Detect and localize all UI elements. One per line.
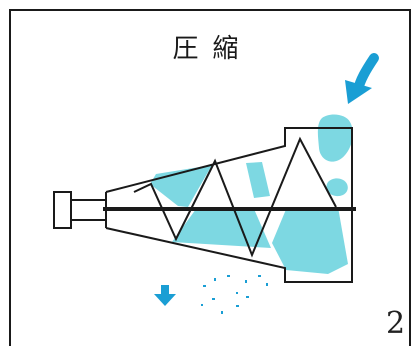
page-number: 2 [386, 306, 406, 341]
screw-flight [133, 136, 337, 258]
intake-clump [317, 114, 353, 162]
diagram-title: 圧縮 [172, 34, 253, 64]
diagram-frame [9, 9, 411, 346]
arrow-down-icon [154, 285, 176, 306]
nozzle [53, 191, 72, 229]
material-fill [150, 114, 353, 274]
released-particles [201, 275, 268, 314]
curved-arrow-down-left-icon [345, 53, 379, 104]
intake-clump [326, 178, 348, 197]
